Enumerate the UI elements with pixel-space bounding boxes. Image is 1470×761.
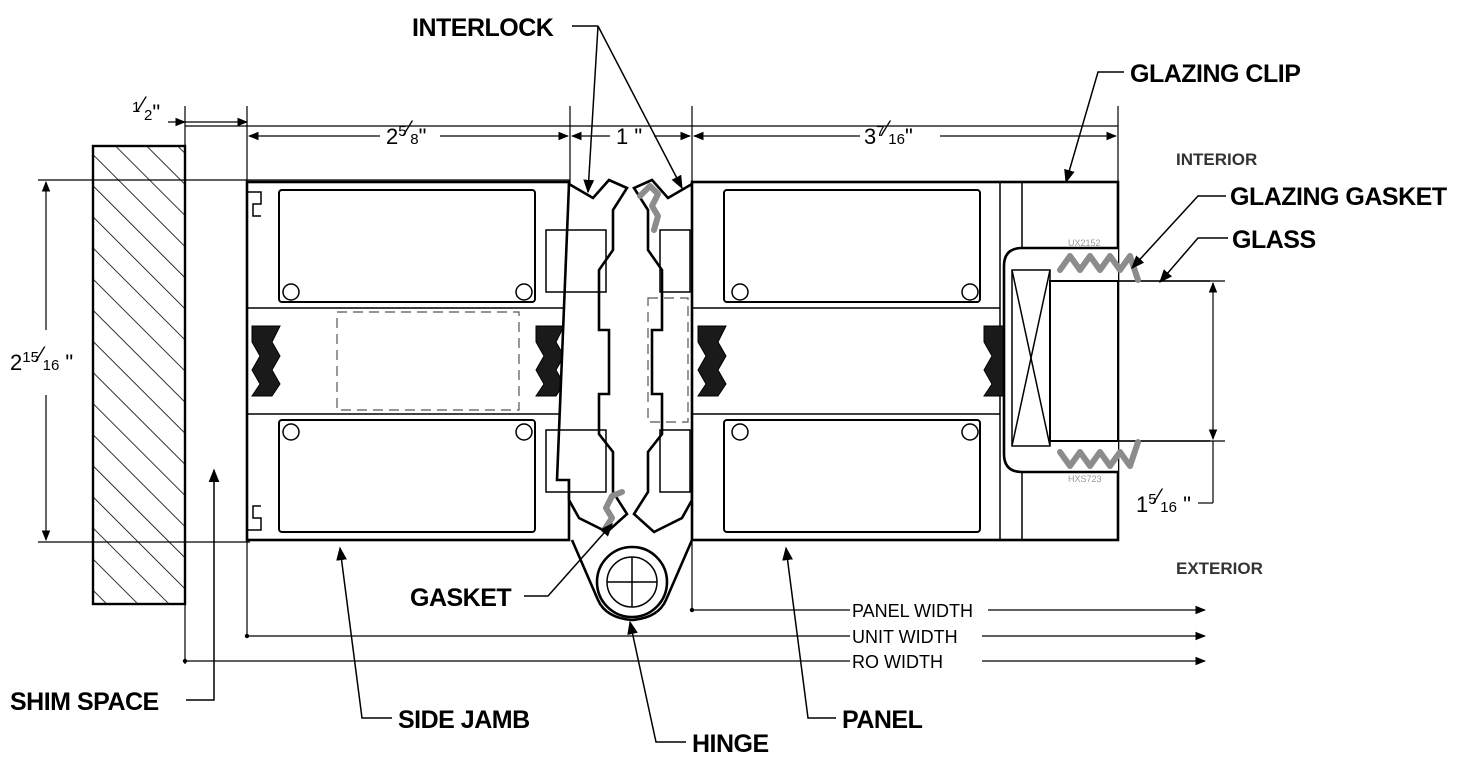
leader-lines [186, 25, 1228, 743]
gasket-callout: GASKET [410, 584, 511, 612]
glass-dimension: 15⁄16 " [1136, 484, 1191, 517]
glass-callout: GLASS [1232, 226, 1316, 254]
part-ref-bottom: HXS723 [1068, 474, 1102, 484]
panel-callout: PANEL [842, 706, 923, 734]
glazing-gasket-callout: GLAZING GASKET [1230, 183, 1447, 211]
exterior-label: EXTERIOR [1176, 559, 1263, 578]
part-ref-top: UX2152 [1068, 238, 1101, 248]
ro-width-label: RO WIDTH [852, 652, 943, 672]
side-jamb-profile [245, 180, 571, 542]
unit-width-label: UNIT WIDTH [852, 627, 958, 647]
shim-space-callout: SHIM SPACE [10, 688, 159, 716]
height-dimension: 215⁄16 " [10, 342, 73, 375]
interlock-callout: INTERLOCK [412, 14, 554, 42]
interior-label: INTERIOR [1176, 150, 1257, 169]
dimension-lines [38, 106, 1225, 666]
glazing-clip-callout: GLAZING CLIP [1130, 60, 1300, 88]
hinge-callout: HINGE [692, 730, 769, 756]
glazing-pocket [1002, 246, 1210, 474]
panel-dimension: 37⁄16" [864, 116, 913, 149]
interlock-profile [545, 178, 706, 622]
jamb-dimension: 25⁄8" [386, 116, 426, 149]
interlock-dimension: 1 " [616, 124, 642, 149]
glass-pane [1049, 280, 1119, 442]
panel-width-label: PANEL WIDTH [852, 601, 973, 621]
shim-dimension: 1⁄2" [132, 92, 160, 125]
side-jamb-callout: SIDE JAMB [398, 706, 530, 734]
rough-opening-wall [91, 144, 187, 606]
